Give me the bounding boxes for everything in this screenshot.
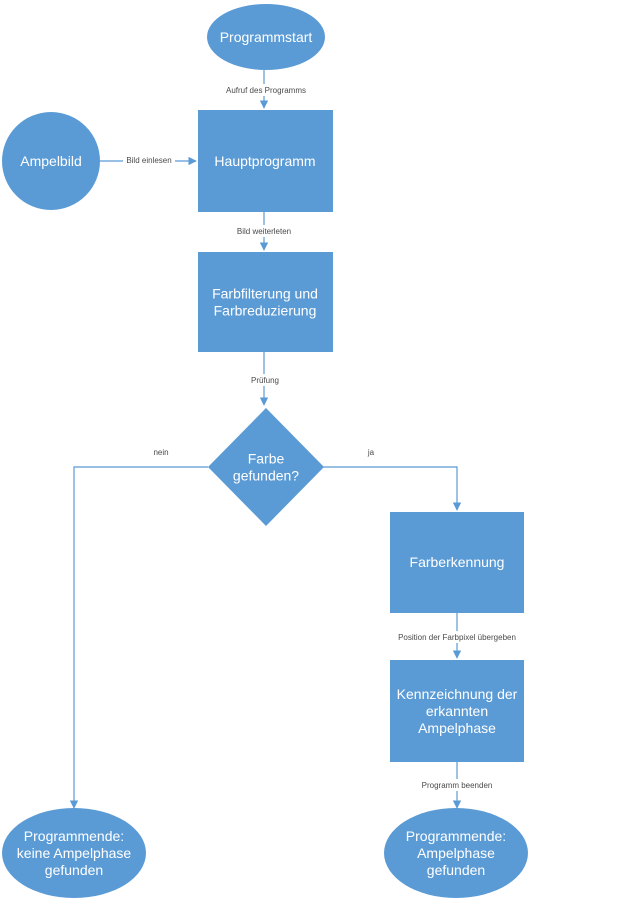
node-end-none	[2, 808, 146, 898]
node-marking	[390, 660, 524, 762]
node-text-line: gefunden?	[233, 468, 299, 484]
shapes	[2, 4, 528, 898]
node-text-line: Farbe	[248, 451, 285, 467]
label-decision-no: nein	[153, 448, 168, 457]
node-text-line: Programmende:	[406, 828, 506, 844]
connectors	[69, 70, 462, 809]
node-text-line: erkannten	[426, 703, 488, 719]
text-recognition: Farberkennung	[410, 554, 505, 570]
text-image: Ampelbild	[20, 153, 81, 169]
node-text-line: Farbreduzierung	[214, 303, 317, 319]
node-text-line: keine Ampelphase	[17, 845, 132, 861]
node-text-line: Ampelphase	[417, 845, 495, 861]
label-filter-to-decision: Prüfung	[251, 376, 279, 385]
text-start: Programmstart	[220, 29, 313, 45]
label-decision-yes: ja	[367, 448, 375, 457]
node-decision	[208, 408, 324, 526]
label-recognition-to-marking: Position der Farbpixel übergeben	[398, 633, 516, 642]
edge-labels: Aufruf des Programms Bild einlesen Bild …	[123, 84, 523, 791]
edge-decision-no	[69, 466, 208, 809]
edge-decision-yes	[320, 466, 462, 511]
node-text-line: Farbfilterung und	[212, 286, 318, 302]
node-text-line: gefunden	[45, 862, 103, 878]
label-image-to-main: Bild einlesen	[126, 156, 171, 165]
node-text-line: Hauptprogramm	[214, 153, 315, 169]
node-image	[2, 112, 100, 210]
node-text-line: gefunden	[427, 862, 485, 878]
node-recognition	[390, 512, 524, 613]
label-main-to-filter: Bild weiterleten	[237, 227, 291, 236]
node-text-line: Kennzeichnung der	[397, 686, 518, 702]
node-main	[198, 110, 333, 212]
label-start-to-main: Aufruf des Programms	[226, 86, 306, 95]
node-text-line: Farberkennung	[410, 554, 505, 570]
node-text-line: Ampelphase	[418, 720, 496, 736]
node-filter	[198, 252, 333, 352]
node-text-line: Programmstart	[220, 29, 313, 45]
text-main: Hauptprogramm	[214, 153, 315, 169]
label-marking-to-end: Programm beenden	[422, 781, 493, 790]
node-text-line: Programmende:	[24, 828, 124, 844]
node-end-found	[384, 808, 528, 898]
node-text-line: Ampelbild	[20, 153, 81, 169]
node-start	[207, 4, 325, 70]
node-texts: Programmstart Ampelbild Hauptprogramm Fa…	[17, 29, 518, 878]
